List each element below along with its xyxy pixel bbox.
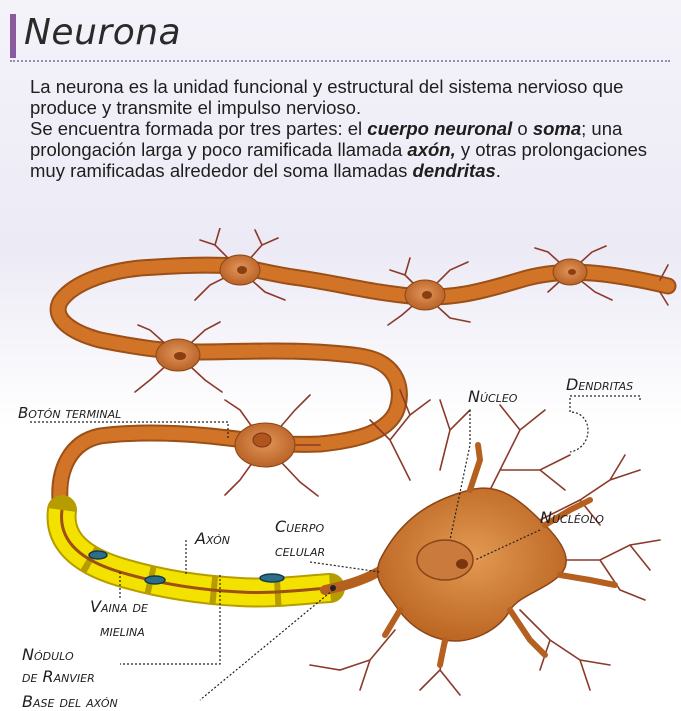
title-divider [10,60,670,62]
label-nucleolo: Nucléolo [540,508,604,527]
nucleolus [456,559,468,569]
title-accent-bar [10,14,16,58]
label-axon: Axón [194,529,230,548]
label-vaina-de: Vaina de [90,597,148,616]
intro-text-run: o [512,118,533,139]
label-cuerpo: Cuerpo [275,517,324,536]
label-mielina: mielina [100,621,145,640]
intro-sentence-2: Se encuentra formada por tres partes: el… [30,118,670,181]
term-cuerpo-neuronal: cuerpo neuronal [367,118,512,139]
label-dendritas: Dendritas [566,375,633,394]
intro-text-run: . [496,160,501,181]
intro-text: La neurona es la unidad funcional y estr… [30,76,670,181]
intro-text-run: Se encuentra formada por tres partes: el [30,118,367,139]
term-dendritas: dendritas [413,160,496,181]
label-celular: celular [275,541,325,560]
neuron-diagram: Botón terminal Núcleo Dendritas Nucléolo… [0,228,681,711]
label-de-ranvier: de Ranvier [22,667,95,686]
label-nodulo: Nódulo [22,645,74,664]
term-axon: axón, [407,139,455,160]
label-nucleo: Núcleo [468,387,518,406]
intro-sentence-1: La neurona es la unidad funcional y estr… [30,76,670,118]
label-base-axon: Base del axón [22,692,118,711]
label-boton-terminal: Botón terminal [18,404,121,422]
main-neuron [325,445,615,665]
term-soma: soma [533,118,581,139]
page-title: Neurona [24,12,181,53]
